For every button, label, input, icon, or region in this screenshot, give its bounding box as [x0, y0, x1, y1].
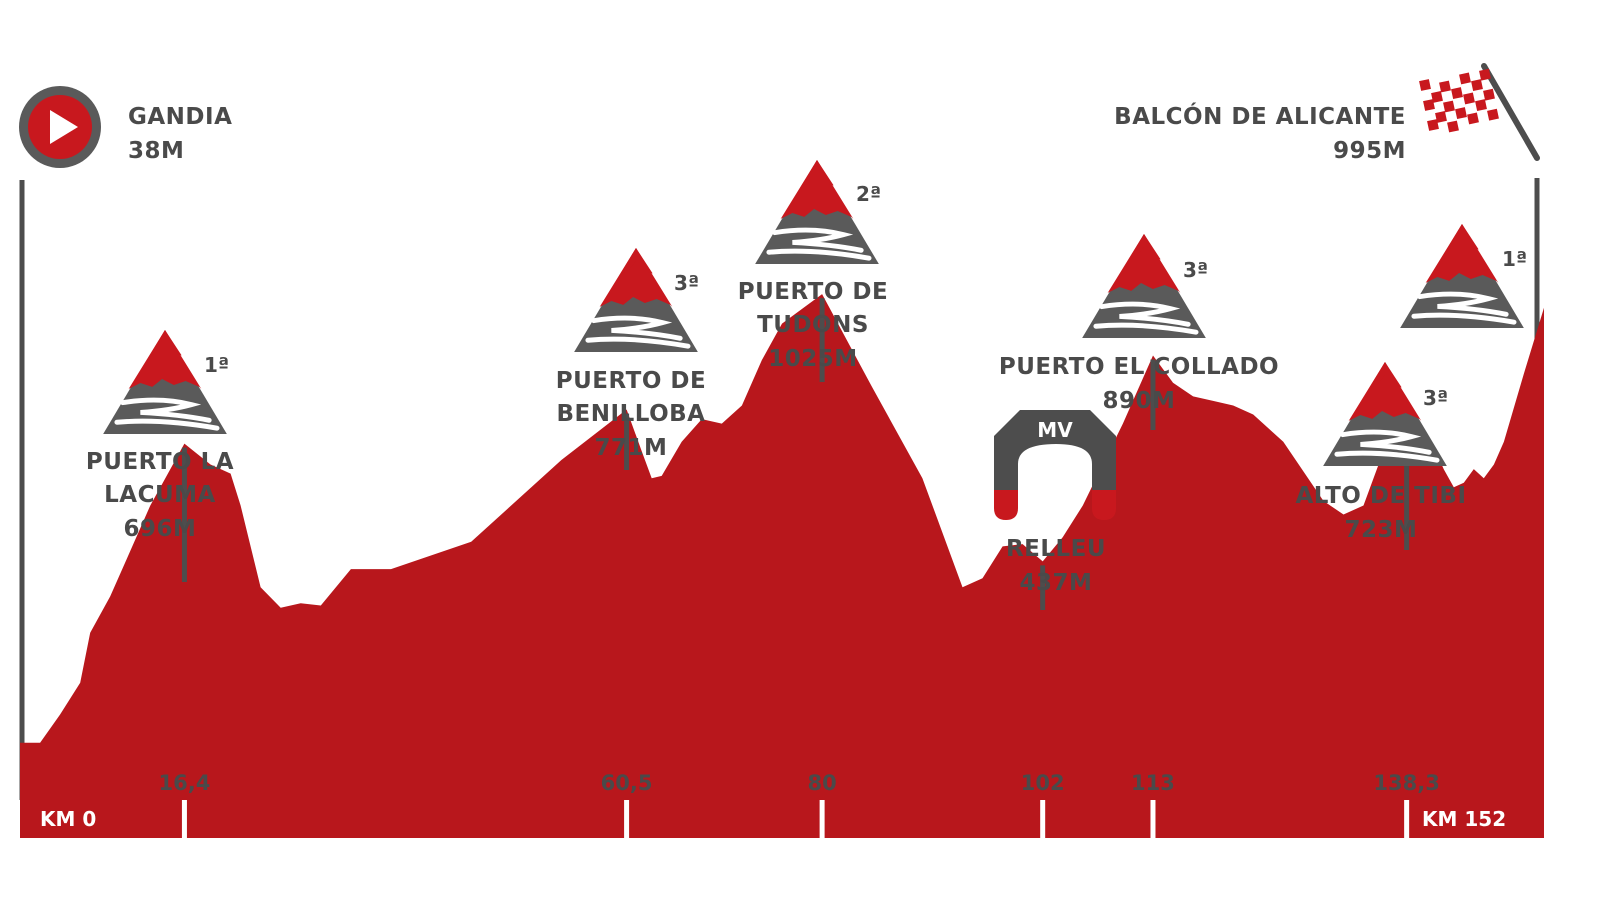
- km-tick: [1040, 800, 1046, 838]
- climb-category: 1ª: [204, 353, 229, 377]
- flag-square: [1471, 79, 1483, 92]
- flag-square: [1427, 119, 1439, 131]
- km-bar: [20, 800, 1544, 838]
- climb-benilloba: 3ª PUERTO DE BENILLOBA 771M: [556, 248, 706, 461]
- flag-square: [1463, 92, 1475, 105]
- km-ticks: [181, 800, 1410, 838]
- mountain-icon: [1082, 234, 1206, 338]
- climb-finish: 1ª: [1400, 224, 1527, 328]
- climb-tibi: 3ª ALTO DE TIBI 723M: [1295, 362, 1466, 543]
- km-label: 102: [1021, 771, 1065, 795]
- flag-square: [1419, 79, 1431, 91]
- finish-name: BALCÓN DE ALICANTE: [1114, 102, 1406, 130]
- climb-name-line1: ALTO DE TIBI: [1295, 483, 1466, 509]
- flag-square: [1483, 88, 1495, 101]
- sprint-arch-icon: MV: [994, 410, 1116, 520]
- km-tick: [181, 800, 187, 838]
- flag-square: [1431, 91, 1443, 103]
- climb-tudons: 2ª PUERTO DE TUDONS 1025M: [738, 160, 888, 372]
- flag-square: [1439, 80, 1451, 93]
- checkered-flag-icon: [1419, 63, 1540, 161]
- flag-square: [1435, 111, 1447, 123]
- elevation-area: [20, 294, 1544, 800]
- km-label: 113: [1131, 771, 1175, 795]
- climb-collado: 3ª PUERTO EL COLLADO 890M: [999, 234, 1279, 414]
- sprint-name: RELLEU: [1006, 536, 1106, 562]
- mountain-icon: [1400, 224, 1524, 328]
- flag-square: [1479, 68, 1491, 81]
- climb-category: 3ª: [1423, 386, 1448, 410]
- km-label: 80: [807, 771, 836, 795]
- climb-category: 3ª: [1183, 258, 1208, 282]
- flag-square: [1467, 112, 1479, 125]
- climb-altitude: 723M: [1345, 517, 1418, 543]
- finish-altitude: 995M: [1333, 138, 1406, 164]
- flag-square: [1455, 107, 1467, 120]
- climb-name-line2: LACUMA: [104, 482, 216, 508]
- climb-lacuma: 1ª PUERTO LA LACUMA 696M: [86, 330, 234, 542]
- climb-altitude: 1025M: [768, 346, 857, 372]
- climb-poles: [181, 298, 1410, 610]
- start-altitude: 38M: [128, 138, 184, 164]
- climb-name-line1: PUERTO DE: [556, 368, 706, 394]
- flag-square: [1423, 99, 1435, 111]
- climb-name-line1: PUERTO LA: [86, 449, 234, 475]
- mountain-icon: [574, 248, 698, 352]
- flag-square: [1443, 100, 1455, 113]
- flag-square: [1487, 108, 1499, 121]
- km-tick: [1150, 800, 1156, 838]
- sprint-badge: MV: [1037, 418, 1073, 442]
- flag-square: [1447, 120, 1459, 133]
- climb-category: 2ª: [856, 182, 881, 206]
- km-label: 138,3: [1373, 771, 1439, 795]
- climb-name-line2: TUDONS: [757, 312, 869, 338]
- km-tick: [624, 800, 630, 838]
- sprint-altitude: 437M: [1020, 570, 1093, 596]
- climb-altitude: 771M: [595, 435, 668, 461]
- climb-category: 3ª: [674, 271, 699, 295]
- start-name: GANDIA: [128, 104, 232, 130]
- km-tick: [819, 800, 825, 838]
- climb-name-line2: BENILLOBA: [557, 401, 706, 427]
- mountain-icon: [1323, 362, 1447, 466]
- start-marker: [19, 86, 101, 168]
- climb-name-line1: PUERTO DE: [738, 279, 888, 305]
- km-start-label: KM 0: [40, 807, 96, 831]
- sprint-relleu: MV RELLEU 437M: [994, 410, 1116, 596]
- climb-altitude: 890M: [1103, 388, 1176, 414]
- km-label: 60,5: [601, 771, 653, 795]
- km-labels: 16,4 60,5 80 113 138,3 102: [159, 771, 1440, 795]
- km-tick: [1404, 800, 1410, 838]
- km-label: 16,4: [159, 771, 211, 795]
- climb-altitude: 696M: [124, 516, 197, 542]
- flag-square: [1459, 72, 1471, 85]
- climb-category: 1ª: [1502, 247, 1527, 271]
- flag-square: [1451, 87, 1463, 100]
- mountain-icon: [755, 160, 879, 264]
- climb-name-line1: PUERTO EL COLLADO: [999, 354, 1279, 380]
- flag-square: [1475, 99, 1487, 112]
- mountain-icon: [103, 330, 227, 434]
- km-end-label: KM 152: [1422, 807, 1506, 831]
